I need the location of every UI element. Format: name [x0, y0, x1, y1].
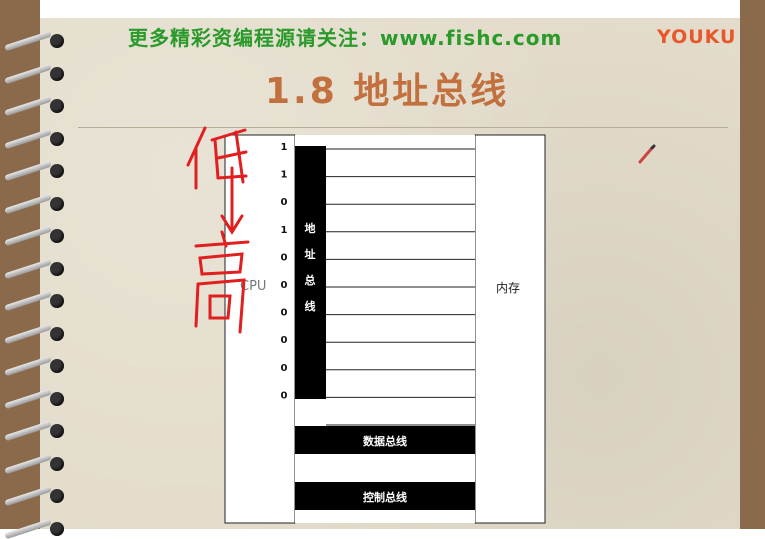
address-bit: 1: [281, 142, 288, 153]
address-bit: 1: [281, 170, 288, 181]
binding-ring: [0, 160, 70, 182]
address-bit: 0: [281, 197, 288, 208]
slide-title: 1.8 地址总线: [265, 71, 510, 112]
binding-ring: [0, 128, 70, 149]
site-banner: 更多精彩资编程源请关注：www.fishc.com: [128, 26, 563, 50]
address-bus-label-char: 线: [305, 299, 316, 313]
binding-ring: [0, 95, 70, 117]
binding-ring: [0, 63, 70, 84]
binding-ring: [0, 388, 70, 409]
binding-ring: [0, 30, 70, 52]
binding-ring: [0, 225, 70, 247]
address-lines: [326, 148, 475, 426]
wood-frame-right: [740, 0, 765, 529]
address-bit: 0: [281, 308, 288, 319]
address-bus-label: 地址总线: [305, 221, 316, 313]
address-bus-label-char: 址: [305, 247, 316, 261]
address-bus-bar: [295, 146, 326, 399]
youku-logo: YOUKU: [657, 26, 737, 48]
handwritten-annotation: [186, 126, 250, 334]
address-bit: 0: [281, 252, 288, 263]
binding-ring: [0, 355, 70, 377]
address-bits: 1 1 0 1 0 0 0 0 0 0: [281, 142, 288, 401]
address-bit: 0: [281, 335, 288, 346]
binding-ring: [0, 258, 70, 279]
cpu-label: CPU: [240, 279, 266, 294]
binding-ring: [0, 420, 70, 442]
binding-ring: [0, 453, 70, 474]
memory-label: 内存: [496, 281, 520, 295]
binding-ring: [0, 290, 70, 312]
title-divider: [78, 127, 728, 128]
binding-ring: [0, 193, 70, 214]
pen-cursor-icon: [638, 144, 656, 164]
memory-box: [474, 134, 546, 524]
address-bit: 0: [281, 390, 288, 401]
control-bus-bar: [295, 482, 475, 510]
address-bus-label-char: 地: [305, 221, 316, 235]
address-bit: 0: [281, 280, 288, 291]
address-bus-label-char: 总: [305, 273, 316, 287]
binding-ring: [0, 323, 70, 344]
address-bit: 0: [281, 363, 288, 374]
data-bus-bar: [295, 426, 475, 454]
binding-ring: [0, 485, 70, 507]
notebook-page: [40, 18, 740, 529]
cpu-box: [224, 134, 296, 524]
control-bus-label: 控制总线: [363, 490, 407, 504]
data-bus-label: 数据总线: [363, 434, 407, 448]
address-bit: 1: [281, 225, 288, 236]
